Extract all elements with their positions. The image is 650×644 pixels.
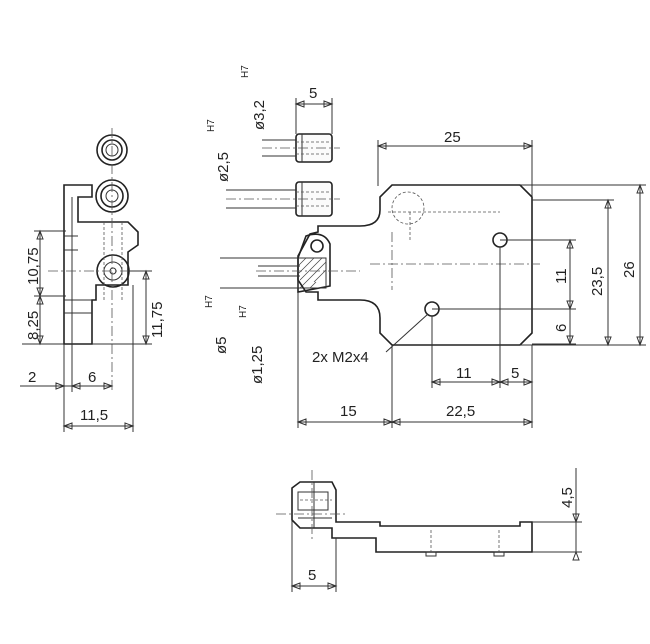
tol-h7-a: H7 <box>240 65 251 78</box>
dim-15: 15 <box>340 403 357 420</box>
side-plate-profile <box>63 184 139 345</box>
dim-11-vertical: 11 <box>553 268 570 284</box>
dim-5-bottom: 5 <box>308 567 316 584</box>
bushing-parts: 5 ø3,2 H7 ø2,5 H7 <box>206 65 340 217</box>
dim-2: 2 <box>28 369 36 386</box>
dim-11-horizontal: 11 <box>456 365 472 382</box>
bracket-plate-outline <box>297 184 533 346</box>
dim-25: 25 <box>444 129 461 146</box>
dim-23-5: 23,5 <box>589 267 606 296</box>
tol-h7-c: H7 <box>204 295 215 308</box>
dim-6-vertical: 6 <box>553 324 570 332</box>
dim-8-25: 8,25 <box>25 311 42 340</box>
dim-10-75: 10,75 <box>25 247 42 285</box>
dim-6: 6 <box>88 369 96 386</box>
bushing-large-side <box>295 181 333 217</box>
dim-11-5: 11,5 <box>80 407 108 424</box>
pivot-pin-boss <box>297 233 331 293</box>
bottom-plate-profile <box>291 481 533 553</box>
dim-5-top: 5 <box>309 85 317 102</box>
bottom-side-view: 4,5 5 <box>276 468 582 592</box>
dim-dia-2-5: ø2,5 <box>215 152 232 182</box>
dim-5-right: 5 <box>511 365 519 382</box>
tol-h7-d: H7 <box>238 305 249 318</box>
tol-h7-b: H7 <box>206 119 217 132</box>
dim-dia-3-2: ø3,2 <box>251 100 268 130</box>
main-top-view: ø5 H7 ø1,25 H7 25 26 23,5 11 6 <box>204 129 646 428</box>
dim-dia-5: ø5 <box>213 336 230 354</box>
dim-26: 26 <box>621 261 638 278</box>
dim-4-5: 4,5 <box>559 487 576 508</box>
dim-11-75: 11,75 <box>149 302 166 338</box>
bushing-small-side <box>295 133 333 163</box>
dim-22-5: 22,5 <box>446 403 475 420</box>
dim-dia-1-25: ø1,25 <box>249 346 266 384</box>
left-side-view: 10,75 8,25 11,75 2 6 11,5 <box>20 128 166 432</box>
thread-note: 2x M2x4 <box>312 349 369 366</box>
